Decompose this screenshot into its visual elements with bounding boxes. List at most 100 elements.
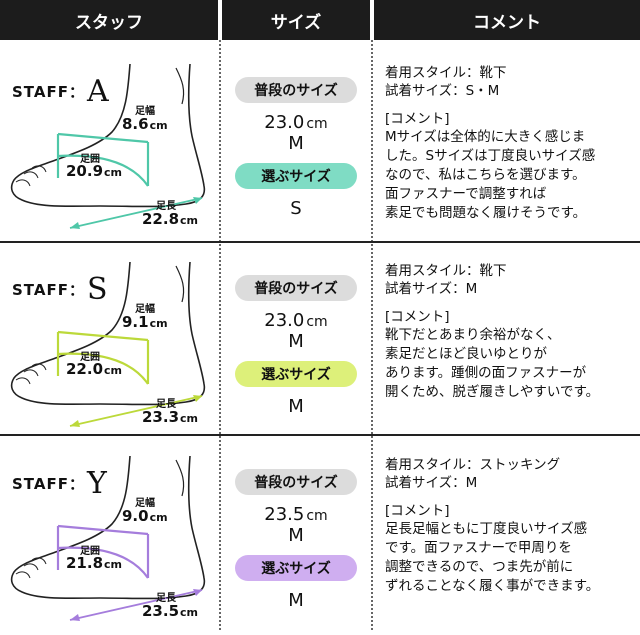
foot-outline <box>10 455 206 600</box>
comment-panel: 着用スタイル：靴下 試着サイズ：S・M [コメント] Mサイズは全体的に大きく感… <box>385 46 637 239</box>
comment-heading: [コメント] <box>385 503 450 519</box>
width-number: 8.6 <box>122 115 149 133</box>
usual-size-unit: cm <box>306 314 328 330</box>
usual-size-badge: 普段のサイズ <box>235 77 357 103</box>
try-size: 試着サイズ：M <box>385 281 478 297</box>
girth-label: 足囲 <box>80 154 100 165</box>
length-number: 22.8 <box>142 210 180 228</box>
width-unit: cm <box>149 119 168 132</box>
header-comment: コメント <box>374 0 640 40</box>
girth-number: 20.9 <box>66 162 104 180</box>
foot-illustration <box>10 261 206 427</box>
row-divider-1 <box>0 241 640 243</box>
usual-size-number: 23.0 <box>264 112 305 133</box>
comment-panel: 着用スタイル：ストッキング 試着サイズ：M [コメント] 足長足幅ともに丁度良い… <box>385 438 637 631</box>
comment-line: あります。踵側の面ファスナーが <box>385 365 587 381</box>
staff-row-s: STAFF：S 足幅 9.1cm 足囲 22.0cm 足長 23.3cm 普段の… <box>0 244 640 437</box>
girth-number: 22.0 <box>66 360 104 378</box>
length-value: 22.8cm <box>142 210 198 228</box>
wear-style: 着用スタイル：靴下 <box>385 65 507 81</box>
staff-row-y: STAFF：Y 足幅 9.0cm 足囲 21.8cm 足長 23.5cm 普段の… <box>0 438 640 631</box>
comment-line: です。面ファスナーで甲周りを <box>385 540 572 556</box>
column-divider-2 <box>371 40 373 630</box>
length-unit: cm <box>180 606 198 619</box>
staff-letter: Y <box>86 466 108 501</box>
comment-line: 靴下だとあまり余裕がなく、 <box>385 327 561 343</box>
foot-illustration-panel: STAFF：A 足幅 8.6cm 足囲 20.9cm 足長 22.8cm <box>0 46 218 239</box>
staff-name: STAFF：Y <box>12 466 108 501</box>
foot-ankle-line <box>175 265 185 303</box>
comment-line: 面ファスナーで調整すれば <box>385 186 547 202</box>
usual-size-letter: M <box>288 133 304 154</box>
comment-line: 開くため、脱ぎ履きしやすいです。 <box>385 384 600 400</box>
chosen-size-badge: 選ぶサイズ <box>235 163 357 189</box>
length-value: 23.5cm <box>142 602 198 620</box>
try-size: 試着サイズ：S・M <box>385 83 500 99</box>
staff-name: STAFF：A <box>12 74 110 109</box>
width-label: 足幅 <box>135 304 155 315</box>
chosen-size-value: M <box>288 590 304 611</box>
length-label: 足長 <box>156 399 176 410</box>
usual-size-letter: M <box>288 331 304 352</box>
comment-line: 調整できるので、つま先が前に <box>385 559 574 575</box>
usual-size-number: 23.0 <box>264 310 305 331</box>
comment-line: した。Sサイズは丁度良いサイズ感 <box>385 148 596 164</box>
foot-illustration <box>10 63 206 229</box>
width-value: 9.0cm <box>122 507 168 525</box>
comment-line: 足長足幅ともに丁度良いサイズ感 <box>385 521 588 537</box>
comment-line: 素足だとほど良いゆとりが <box>385 346 547 362</box>
girth-unit: cm <box>104 558 122 571</box>
girth-number: 21.8 <box>66 554 104 572</box>
chosen-size-value: M <box>288 396 304 417</box>
comment-line: ずれることなく履く事ができます。 <box>385 578 600 594</box>
usual-size-letter: M <box>288 525 304 546</box>
foot-toe-lines <box>15 557 47 579</box>
width-label: 足幅 <box>135 106 155 117</box>
width-unit: cm <box>149 317 168 330</box>
staff-row-a: STAFF：A 足幅 8.6cm 足囲 20.9cm 足長 22.8cm 普段の… <box>0 46 640 239</box>
girth-unit: cm <box>104 364 122 377</box>
foot-illustration-panel: STAFF：S 足幅 9.1cm 足囲 22.0cm 足長 23.3cm <box>0 244 218 437</box>
staff-prefix: STAFF： <box>12 83 85 101</box>
staff-letter: S <box>86 272 109 307</box>
column-divider-1 <box>219 40 221 630</box>
header-size: サイズ <box>222 0 370 40</box>
length-number: 23.5 <box>142 602 180 620</box>
width-number: 9.1 <box>122 313 149 331</box>
foot-outline <box>10 63 206 208</box>
width-label: 足幅 <box>135 498 155 509</box>
foot-outline <box>10 261 206 406</box>
comment-panel: 着用スタイル：靴下 試着サイズ：M [コメント] 靴下だとあまり余裕がなく、素足… <box>385 244 637 437</box>
usual-size-unit: cm <box>306 508 328 524</box>
girth-unit: cm <box>104 166 122 179</box>
girth-label: 足囲 <box>80 352 100 363</box>
girth-value: 20.9cm <box>66 162 122 180</box>
foot-toe-lines <box>15 165 47 187</box>
girth-value: 21.8cm <box>66 554 122 572</box>
length-label: 足長 <box>156 593 176 604</box>
foot-ankle-line <box>175 459 185 497</box>
comment-line: なので、私はこちらを選びます。 <box>385 167 586 183</box>
row-divider-2 <box>0 434 640 436</box>
comment-heading: [コメント] <box>385 309 450 325</box>
comment-line: Mサイズは全体的に大きく感じま <box>385 129 586 145</box>
foot-illustration-panel: STAFF：Y 足幅 9.0cm 足囲 21.8cm 足長 23.5cm <box>0 438 218 631</box>
chosen-size-badge: 選ぶサイズ <box>235 555 357 581</box>
try-size: 試着サイズ：M <box>385 475 478 491</box>
width-number: 9.0 <box>122 507 149 525</box>
length-value: 23.3cm <box>142 408 198 426</box>
wear-style: 着用スタイル：靴下 <box>385 263 507 279</box>
length-number: 23.3 <box>142 408 180 426</box>
length-unit: cm <box>180 412 198 425</box>
header-staff: スタッフ <box>0 0 218 40</box>
usual-size-unit: cm <box>306 116 328 132</box>
length-label: 足長 <box>156 201 176 212</box>
foot-toe-lines <box>15 363 47 385</box>
width-unit: cm <box>149 511 168 524</box>
comment-heading: [コメント] <box>385 111 450 127</box>
staff-prefix: STAFF： <box>12 281 85 299</box>
